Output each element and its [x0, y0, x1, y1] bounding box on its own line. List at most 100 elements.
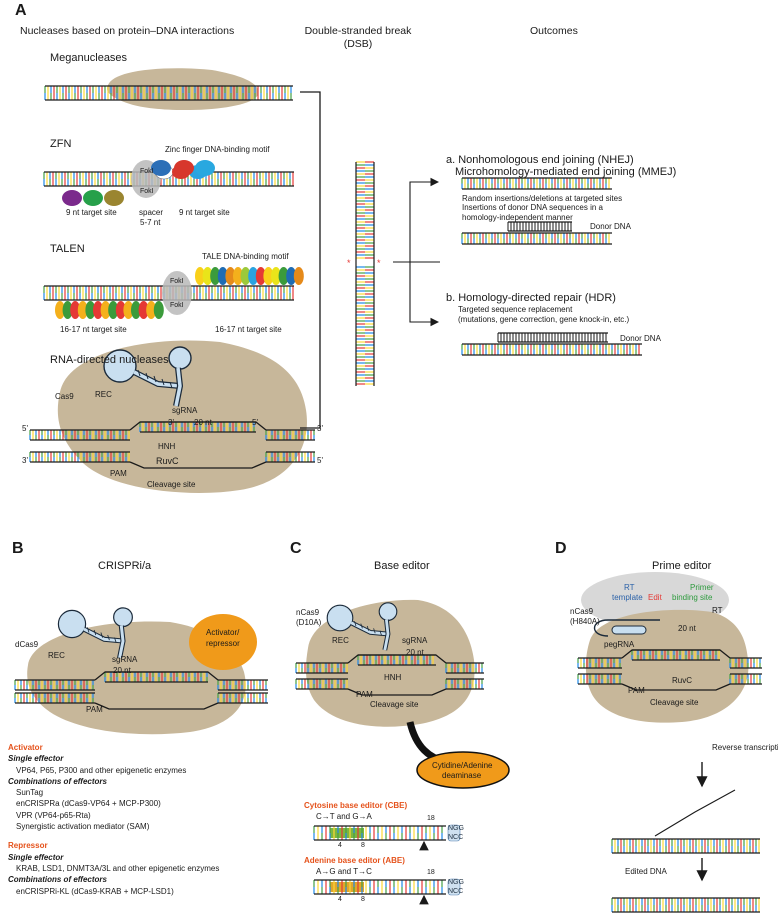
cleavage-c: Cleavage site [370, 700, 419, 709]
abe-title: Adenine base editor (ABE) [304, 856, 405, 865]
dsb-diagram: ** [300, 91, 440, 429]
talen-site-left: 16-17 nt target site [60, 325, 127, 334]
ncas9-d-1: nCas9 [570, 607, 594, 616]
deaminase-1: Cytidine/Adenine [432, 761, 493, 770]
sgrna-c: sgRNA [402, 636, 428, 645]
header-dsb-2: (DSB) [343, 38, 373, 50]
rep-combos-header: Combinations of effectors [8, 875, 107, 885]
talen-diagram [43, 267, 304, 319]
ncas9-c-1: nCas9 [296, 608, 320, 617]
outcomes-diagram [461, 177, 642, 356]
sgrna-b: sgRNA [112, 655, 138, 664]
cleavage-a: Cleavage site [147, 480, 196, 489]
ruvc-d: RuvC [672, 676, 693, 685]
rep-combo-0: enCRISPRi-KL (dCas9-KRAB + MCP-LSD1) [16, 886, 174, 896]
act-single-header: Single effector [8, 754, 64, 764]
nt-d: 20 nt [678, 624, 696, 633]
meganucleases-title: Meganucleases [50, 52, 128, 64]
insertions-2: homology-independent manner [462, 213, 573, 222]
zfn-diagram [43, 160, 294, 206]
cas9-label: Cas9 [55, 392, 74, 401]
rna-title: RNA-directed nucleases [50, 354, 169, 366]
cbe-pos8: 8 [361, 842, 365, 849]
rt-template-2: template [612, 593, 643, 602]
activator-header: Activator [8, 743, 43, 752]
cas9-diagram [29, 340, 315, 493]
cbe-change: C→T and G→A [316, 812, 372, 821]
zfn-foki-top: FokI [140, 168, 154, 175]
hdr-title: b. Homology-directed repair (HDR) [446, 292, 616, 304]
hnh-a: HNH [158, 442, 176, 451]
act-combo-3: Synergistic activation mediator (SAM) [16, 822, 150, 832]
cbe-pos4: 4 [338, 842, 342, 849]
cbe-pos18: 18 [427, 815, 435, 822]
panel-label-a: A [15, 2, 27, 19]
effector-1: Activator/ [206, 628, 240, 637]
nt-a: 20 nt [194, 418, 212, 427]
rec-b: REC [48, 651, 65, 660]
zfn-site-right: 9 nt target site [179, 208, 230, 217]
pam-d: PAM [628, 686, 645, 695]
edited-label: Edited DNA [625, 867, 667, 876]
crisprai-diagram [14, 607, 268, 735]
talen-title: TALEN [50, 243, 85, 255]
p3-a: 3' [168, 418, 174, 427]
insertions-1: Insertions of donor DNA sequences in a [462, 203, 603, 212]
edit-label: Edit [648, 593, 662, 602]
act-combo-2: VPR (VP64-p65-Rta) [16, 810, 91, 820]
effector-list: Activator Single effector VP64, P65, P30… [8, 742, 219, 897]
meganuclease-diagram [44, 68, 293, 111]
donor-2: Donor DNA [620, 334, 661, 343]
pam-c: PAM [356, 690, 373, 699]
pbs-1: Primer [690, 583, 714, 592]
talen-foki-bottom: FokI [170, 302, 184, 309]
random-indels: Random insertions/deletions at targeted … [462, 194, 623, 203]
dna-meganuclease [44, 85, 293, 101]
header-outcomes: Outcomes [530, 25, 578, 37]
p5-left-a: 5' [22, 424, 28, 433]
zfn-spacer-2: 5-7 nt [140, 218, 161, 227]
rec-label: REC [95, 390, 112, 399]
nhej-2: Microhomology-mediated end joining (MMEJ… [455, 166, 677, 178]
nt-c: 20 nt [406, 648, 424, 657]
svg-text:*: * [347, 258, 351, 268]
cleavage-d: Cleavage site [650, 698, 699, 707]
ncas9-d-2: (H840A) [570, 617, 600, 626]
base-editor-diagram [295, 599, 510, 905]
header-dsb-1: Double-stranded break [304, 25, 412, 37]
p5-a: 5' [252, 418, 258, 427]
act-single-0: VP64, P65, P300 and other epigenetic enz… [16, 765, 187, 775]
talen-motif: TALE DNA-binding motif [202, 252, 289, 261]
p3-left-a: 3' [22, 456, 28, 465]
act-combo-1: enCRISPRa (dCas9-VP64 + MCP-P300) [16, 799, 161, 809]
effector-2: repressor [206, 639, 240, 648]
pegrna-label: pegRNA [604, 640, 635, 649]
pbs-2: binding site [672, 593, 713, 602]
abe-pos18: 18 [427, 869, 435, 876]
sgrna-label: sgRNA [172, 406, 198, 415]
cbe-ngg: NGG [448, 825, 464, 832]
rt-template-1: RT [624, 583, 635, 592]
p3-right-a: 3' [317, 424, 323, 433]
zfn-site-left: 9 nt target site [66, 208, 117, 217]
ncas9-c-2: (D10A) [296, 618, 322, 627]
base-editor-title: Base editor [374, 560, 430, 572]
act-combos-header: Combinations of effectors [8, 776, 107, 786]
rep-single-header: Single effector [8, 852, 64, 862]
panel-label-c: C [290, 540, 302, 557]
abe-ncc: NCC [448, 888, 464, 895]
abe-pos8: 8 [361, 896, 365, 903]
hdr-desc-1: Targeted sequence replacement [458, 305, 573, 314]
hnh-c: HNH [384, 673, 402, 682]
rt-label: RT [712, 606, 723, 615]
panel-label-b: B [12, 540, 24, 557]
act-combo-0: SunTag [16, 788, 44, 798]
talen-foki-top: FokI [170, 278, 184, 285]
abe-change: A→G and T→C [316, 867, 372, 876]
rec-c: REC [332, 636, 349, 645]
prime-editor-diagram [577, 572, 762, 913]
abe-ngg: NGG [448, 879, 464, 886]
prime-editor-title: Prime editor [652, 560, 712, 572]
zfn-motif: Zinc finger DNA-binding motif [165, 145, 270, 154]
